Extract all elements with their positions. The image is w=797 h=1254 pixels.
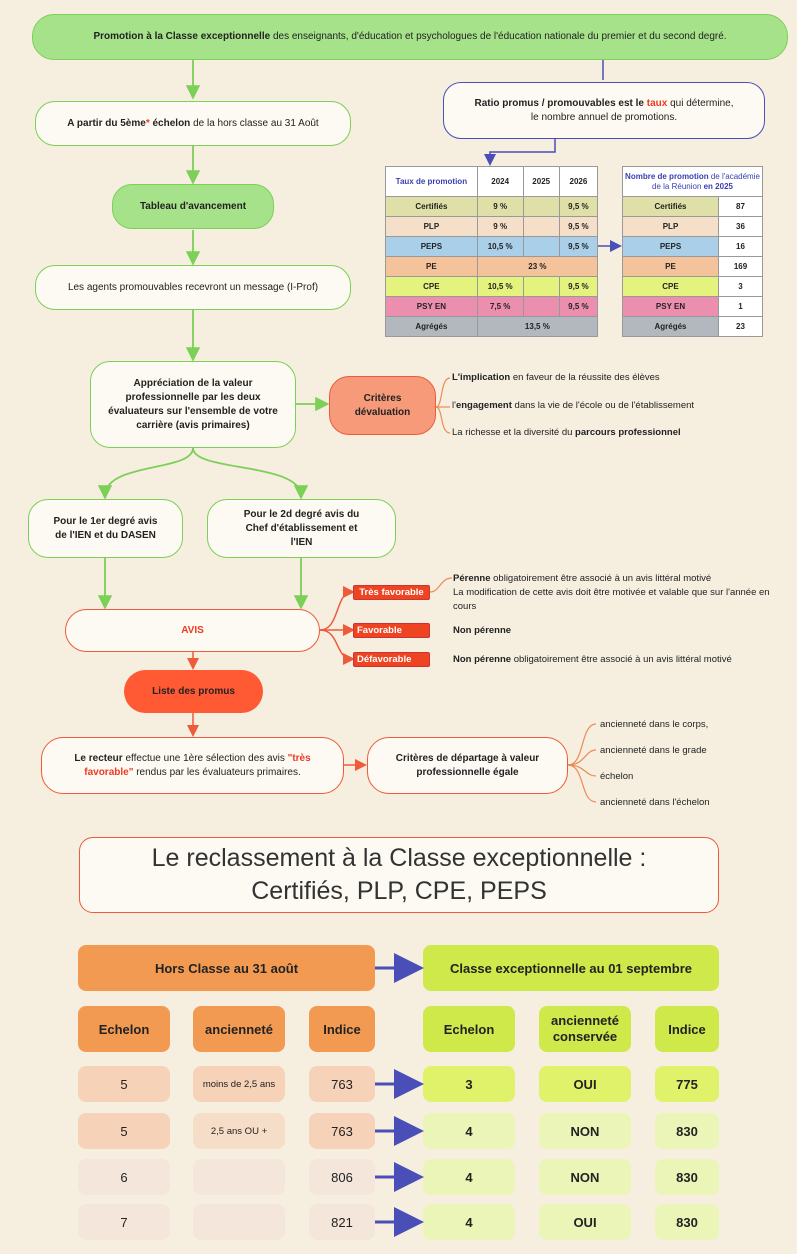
ratio-box: Ratio promus / promouvables est le taux … bbox=[443, 82, 765, 139]
note-favorable: Non pérenne bbox=[453, 625, 512, 636]
row1-new-echelon: 3 bbox=[423, 1066, 515, 1102]
departage-item-echelon: échelon bbox=[600, 771, 634, 782]
departage-box: Critères de départage à valeur professio… bbox=[367, 737, 568, 794]
col-new-echelon: Echelon bbox=[423, 1006, 515, 1052]
promotion-title-text: Promotion à la Classe exceptionnelle des… bbox=[93, 31, 727, 42]
eligibility-box: A partir du 5ème* échelon de la hors cla… bbox=[35, 101, 351, 146]
row2-conservee: NON bbox=[539, 1113, 631, 1149]
taux-promotion-table: Taux de promotion 2024 2025 2026 Certifi… bbox=[385, 166, 599, 337]
departage-item-anciennete-echelon: ancienneté dans l'échelon bbox=[600, 797, 710, 808]
col-anciennete: ancienneté bbox=[193, 1006, 285, 1052]
critere-parcours: La richesse et la diversité du parcours … bbox=[452, 427, 681, 438]
criteres-evaluation-box: Critères dévaluation bbox=[329, 376, 436, 435]
row2-echelon: 5 bbox=[78, 1113, 170, 1149]
row4-conservee: OUI bbox=[539, 1204, 631, 1240]
taux-header-label: Taux de promotion bbox=[385, 166, 478, 197]
note-defavorable: Non pérenne obligatoirement être associé… bbox=[453, 654, 732, 665]
hors-classe-header: Hors Classe au 31 août bbox=[78, 945, 375, 991]
appreciation-box: Appréciation de la valeur professionnell… bbox=[90, 361, 296, 448]
tag-tres-favorable: Très favorable bbox=[353, 585, 430, 600]
row3-anciennete bbox=[193, 1159, 285, 1195]
row1-indice: 763 bbox=[309, 1066, 375, 1102]
departage-item-grade: ancienneté dans le grade bbox=[600, 745, 707, 756]
note-tres-favorable: Pérenne obligatoirement être associé à u… bbox=[453, 573, 770, 612]
classe-exceptionnelle-header: Classe exceptionnelle au 01 septembre bbox=[423, 945, 719, 991]
row4-new-echelon: 4 bbox=[423, 1204, 515, 1240]
avis-box: AVIS bbox=[65, 609, 320, 652]
row4-new-indice: 830 bbox=[655, 1204, 719, 1240]
row3-new-echelon: 4 bbox=[423, 1159, 515, 1195]
row3-conservee: NON bbox=[539, 1159, 631, 1195]
departage-item-corps: ancienneté dans le corps, bbox=[600, 719, 709, 730]
row2-anciennete: 2,5 ans OU + bbox=[193, 1113, 285, 1149]
col-indice: Indice bbox=[309, 1006, 375, 1052]
avis-1er-degre-box: Pour le 1er degré avis de l'IEN et du DA… bbox=[28, 499, 183, 558]
row1-new-indice: 775 bbox=[655, 1066, 719, 1102]
col-echelon: Echelon bbox=[78, 1006, 170, 1052]
tag-defavorable: Défavorable bbox=[353, 652, 430, 667]
row2-indice: 763 bbox=[309, 1113, 375, 1149]
row1-echelon: 5 bbox=[78, 1066, 170, 1102]
row4-anciennete bbox=[193, 1204, 285, 1240]
row3-indice: 806 bbox=[309, 1159, 375, 1195]
message-box: Les agents promouvables recevront un mes… bbox=[35, 265, 351, 310]
row2-new-echelon: 4 bbox=[423, 1113, 515, 1149]
critere-implication: L'implication en faveur de la réussite d… bbox=[452, 372, 660, 383]
recteur-box: Le recteur effectue une 1ère sélection d… bbox=[41, 737, 344, 794]
tag-favorable: Favorable bbox=[353, 623, 430, 638]
avis-2d-degre-box: Pour le 2d degré avis du Chef d'établiss… bbox=[207, 499, 396, 558]
liste-promus-box: Liste des promus bbox=[124, 670, 263, 713]
row4-indice: 821 bbox=[309, 1204, 375, 1240]
reclassement-title: Le reclassement à la Classe exceptionnel… bbox=[79, 837, 719, 913]
tableau-avancement-box: Tableau d'avancement bbox=[112, 184, 274, 229]
row1-anciennete: moins de 2,5 ans bbox=[193, 1066, 285, 1102]
promotion-title-box: Promotion à la Classe exceptionnelle des… bbox=[32, 14, 788, 60]
row4-echelon: 7 bbox=[78, 1204, 170, 1240]
row3-echelon: 6 bbox=[78, 1159, 170, 1195]
critere-engagement: l'engagement dans la vie de l'école ou d… bbox=[452, 400, 695, 411]
nombre-promotion-table: Nombre de promotion de l'académie de la … bbox=[622, 166, 763, 337]
row1-conservee: OUI bbox=[539, 1066, 631, 1102]
col-anciennete-conservee: ancienneté conservée bbox=[539, 1006, 631, 1052]
col-new-indice: Indice bbox=[655, 1006, 719, 1052]
row2-new-indice: 830 bbox=[655, 1113, 719, 1149]
row3-new-indice: 830 bbox=[655, 1159, 719, 1195]
